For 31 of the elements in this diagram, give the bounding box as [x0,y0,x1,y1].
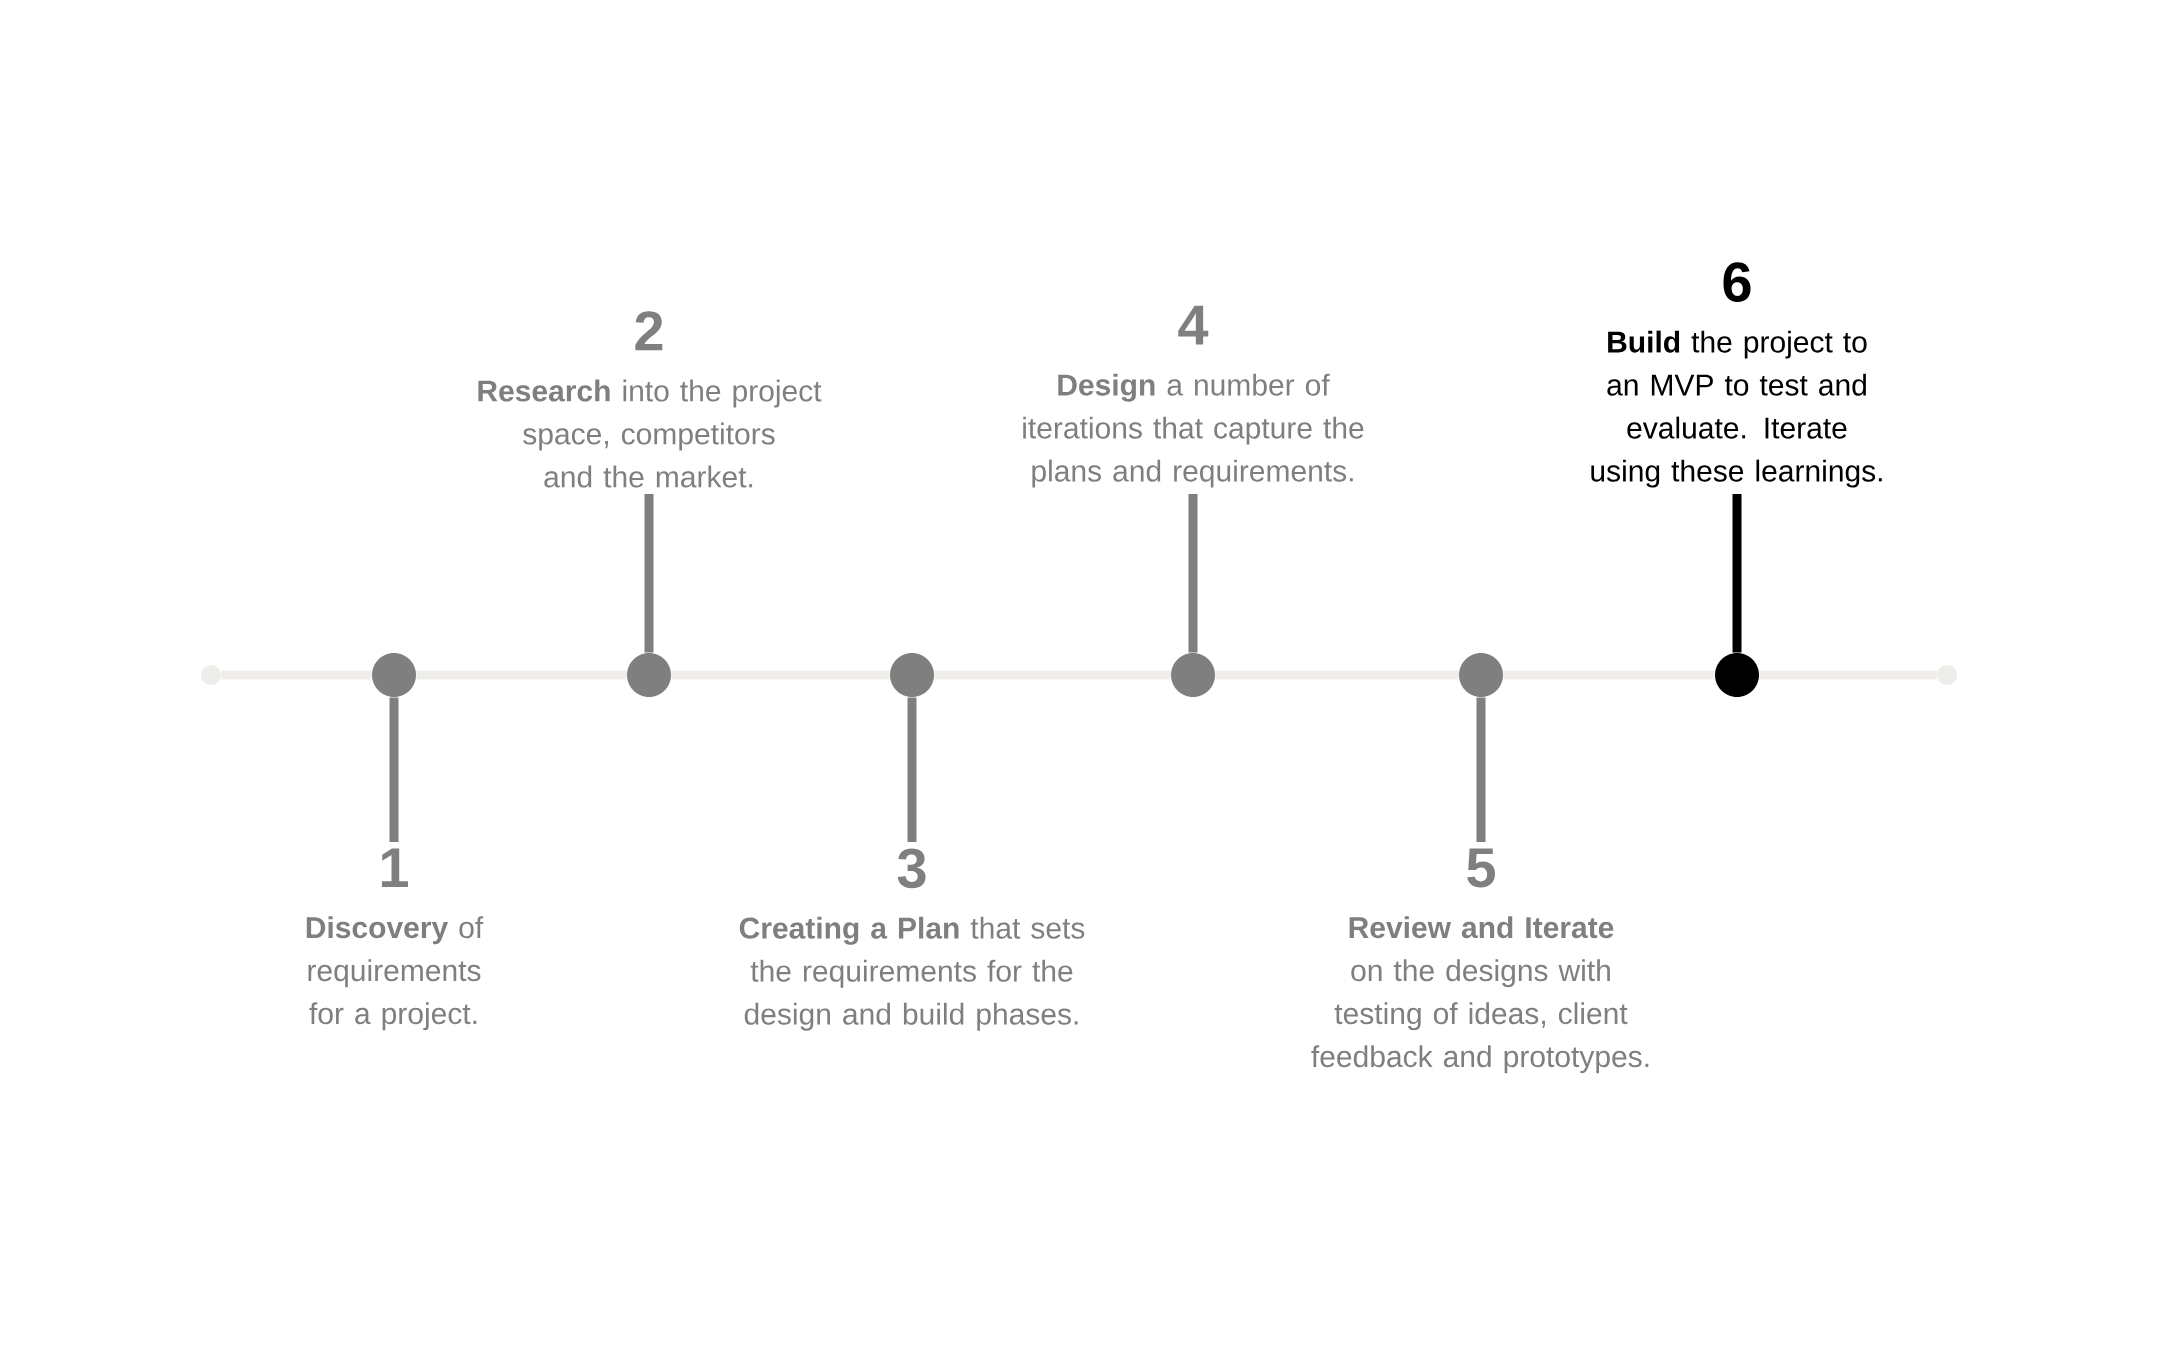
timeline-track [221,670,372,680]
connector-line [1188,494,1198,653]
timeline-dot [1171,653,1215,697]
timeline-dot [1459,653,1503,697]
connector-line [644,494,654,653]
step-number: 5 [1467,848,1495,888]
connector-line [907,697,917,842]
step-number: 4 [1178,305,1209,345]
timeline-track [671,670,890,680]
timeline-track [416,670,627,680]
step-number: 1 [381,848,408,887]
step-description: Review and Iterate on the designs with testing of ideas, client feedback and prototypes. [1311,916,1649,1074]
timeline-track [934,670,1171,680]
timeline-dot [890,653,934,697]
step-number: 2 [635,311,663,351]
connector-line [1732,494,1742,653]
timeline-dot [627,653,671,697]
connector-line [389,697,399,842]
step-description: Design a number of iterations that capture the plans and requirements. [1023,373,1364,488]
timeline-dot [372,653,416,697]
step-description: Creating a Plan that sets the requirements for the design and build phases. [739,916,1085,1031]
timeline-dot [1715,653,1759,697]
step-description: Build the project to an MVP to test and evaluate. Iterate using these learnings. [1591,330,1882,488]
timeline-track [1759,670,1937,680]
timeline-track [1215,670,1459,680]
connector-line [1476,697,1486,842]
step-number: 6 [1723,262,1751,302]
timeline-track [1503,670,1715,680]
step-description: Research into the project space, competitors and the market. [478,379,822,488]
step-description: Discovery of requirements for a project. [306,916,484,1031]
step-number: 3 [897,848,926,889]
